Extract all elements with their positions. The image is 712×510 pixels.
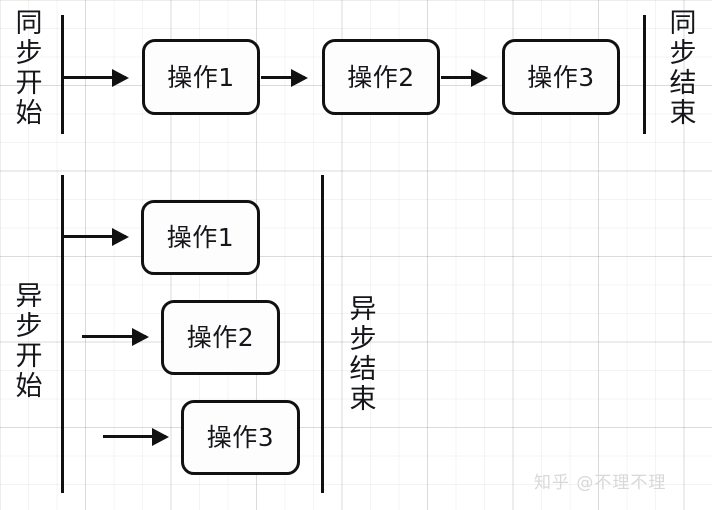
sync-start-bar <box>61 15 64 134</box>
async-op-box-1[interactable]: 操作1 <box>141 200 260 275</box>
zhihu-watermark: 知乎 @不理不理 <box>534 473 667 493</box>
sync-arrow-start-to-op1 <box>64 76 126 79</box>
async-arrow-start-to-op2 <box>82 335 146 338</box>
sync-end-label: 同步结束 <box>664 8 696 128</box>
sync-end-bar <box>643 15 646 134</box>
sync-op-box-3-label: 操作3 <box>527 62 595 92</box>
async-op-box-1-label: 操作1 <box>166 223 235 252</box>
async-op-box-3-label: 操作3 <box>206 423 275 452</box>
sync-op-box-3[interactable]: 操作3 <box>502 39 620 115</box>
async-op-box-3[interactable]: 操作3 <box>181 400 300 475</box>
async-op-box-2-label: 操作2 <box>186 323 255 352</box>
sync-start-label: 同步开始 <box>10 8 42 128</box>
sync-op-box-2-label: 操作2 <box>347 62 415 92</box>
async-start-label: 异步开始 <box>10 281 42 401</box>
async-start-bar <box>61 175 64 493</box>
async-arrow-start-to-op3 <box>103 435 166 438</box>
sync-op-box-2[interactable]: 操作2 <box>322 39 440 115</box>
async-end-label: 异步结束 <box>344 294 376 414</box>
sync-arrow-op2-to-op3 <box>441 76 485 79</box>
async-end-bar <box>321 175 324 493</box>
sync-arrow-op1-to-op2 <box>261 76 305 79</box>
async-op-box-2[interactable]: 操作2 <box>161 300 280 375</box>
sync-op-box-1-label: 操作1 <box>167 62 235 92</box>
async-arrow-start-to-op1 <box>64 235 126 238</box>
sync-op-box-1[interactable]: 操作1 <box>142 39 260 115</box>
